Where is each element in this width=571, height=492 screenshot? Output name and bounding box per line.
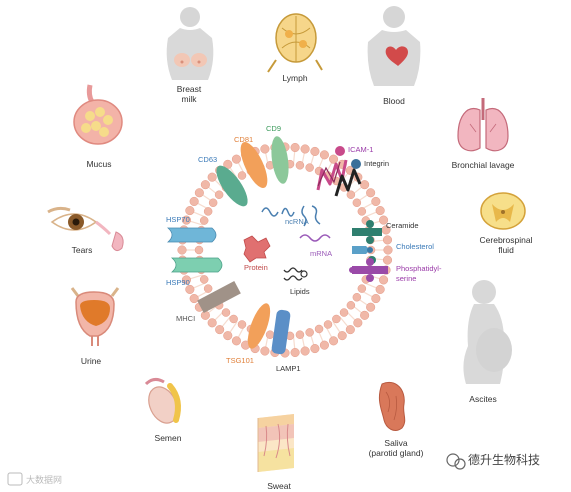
saliva-label-2: (parotid gland) <box>369 448 424 458</box>
breast-milk-label-2: milk <box>181 94 197 104</box>
lamp1-label: LAMP1 <box>276 364 301 373</box>
blood-label: Blood <box>383 96 405 106</box>
ncrna-icon <box>261 205 321 227</box>
phosphatidylserine-label-1: Phosphatidyl- <box>396 264 442 273</box>
lymph-label: Lymph <box>282 73 307 83</box>
breast-milk-label-1: Breast <box>177 84 202 94</box>
semen-label: Semen <box>155 433 182 443</box>
bronchial-lavage-label: Bronchial lavage <box>452 160 515 170</box>
tears-label: Tears <box>72 245 93 255</box>
bottom-left-watermark: 大数据网 <box>7 472 62 486</box>
mhci-label: MHCI <box>176 314 195 323</box>
cholesterol-label: Cholesterol <box>396 242 434 251</box>
bottom-left-watermark-text: 大数据网 <box>26 474 62 485</box>
lipids-label: Lipids <box>290 287 310 296</box>
blood-icon <box>367 6 421 86</box>
phosphatidylserine-marker <box>349 258 388 282</box>
integrin-marker <box>334 159 362 197</box>
bladder-icon <box>70 287 120 346</box>
lipids-icon <box>283 267 308 281</box>
ascites-icon <box>463 280 512 384</box>
eye-icon <box>47 206 124 252</box>
skin-icon <box>257 414 294 472</box>
lamp1-marker <box>271 309 291 355</box>
hsp90-marker <box>170 257 223 273</box>
cd81-label: CD81 <box>234 135 253 144</box>
cd81-marker <box>240 142 268 188</box>
phosphatidylserine-label-2: serine <box>396 274 416 283</box>
mhci-marker <box>197 280 241 314</box>
cerebrospinal-label-2: fluid <box>498 245 514 255</box>
bottom-right-watermark-text: 德升生物科技 <box>468 452 540 467</box>
ceramide-label: Ceramide <box>386 221 419 230</box>
cd63-marker <box>216 165 248 207</box>
cd9-marker <box>271 136 289 184</box>
protein-label: Protein <box>244 263 268 272</box>
parotid-gland-icon <box>378 382 406 431</box>
hsp70-marker <box>166 227 217 243</box>
wechat-icon <box>446 453 460 467</box>
ceramide-marker <box>352 220 382 244</box>
tsg101-marker <box>247 303 271 349</box>
urine-label: Urine <box>81 356 102 366</box>
integrin-label: Integrin <box>364 159 389 168</box>
hsp70-label: HSP70 <box>166 215 190 224</box>
lymph-node-icon <box>267 13 323 73</box>
bottom-right-watermark: 德升生物科技 <box>446 452 540 470</box>
cerebrospinal-label-1: Cerebrospinal <box>480 235 533 245</box>
icam1-label: ICAM-1 <box>348 145 373 154</box>
cd9-label: CD9 <box>266 124 281 133</box>
lungs-icon <box>457 98 509 152</box>
testis-icon <box>144 377 181 424</box>
saliva-label-1: Saliva <box>384 438 407 448</box>
protein-icon <box>243 235 271 263</box>
mucus-icon <box>73 84 123 145</box>
ncrna-label: ncRNA <box>285 217 309 226</box>
spinal-cord-icon <box>480 192 526 230</box>
breast-milk-icon <box>166 7 214 80</box>
mrna-icon <box>299 234 331 242</box>
hsp90-label: HSP90 <box>166 278 190 287</box>
ascites-label: Ascites <box>469 394 496 404</box>
tsg101-label: TSG101 <box>226 356 254 365</box>
sweat-label: Sweat <box>267 481 291 491</box>
mucus-label: Mucus <box>86 159 111 169</box>
cd63-label: CD63 <box>198 155 217 164</box>
mrna-label: mRNA <box>310 249 332 258</box>
